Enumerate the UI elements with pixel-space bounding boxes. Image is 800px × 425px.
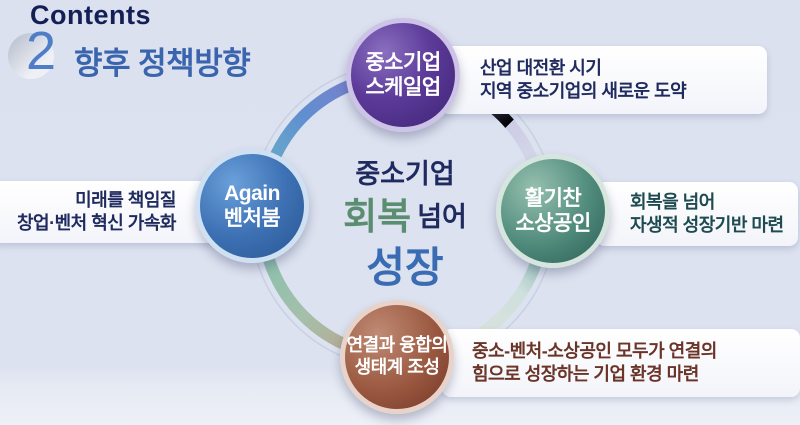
center-line1: 중소기업: [355, 159, 455, 189]
desc-box-ecosystem: 중소-벤처-소상공인 모두가 연결의 힘으로 성장하는 기업 환경 마련: [442, 329, 800, 397]
desc-scaleup-line2: 지역 중소기업의 새로운 도약: [480, 81, 687, 101]
center-growth: 성장: [366, 244, 444, 291]
center-recovery-highlight: 회복: [343, 195, 412, 237]
desc-box-venture: 미래를 책임질 창업·벤처 혁신 가속화: [0, 181, 218, 243]
node-sme-scaleup-line2: 스케일업: [365, 76, 441, 99]
desc-ecosystem-line1: 중소-벤처-소상공인 모두가 연결의: [472, 340, 717, 361]
node-ecosystem-line2: 생태계 조성: [354, 357, 440, 377]
node-vital-smallbiz-line2: 소상공인: [515, 212, 591, 235]
section-number: 2: [26, 21, 57, 81]
node-again-venture: Again 벤처붐: [195, 149, 309, 263]
node-again-venture-line1: Again: [224, 181, 280, 205]
desc-ecosystem-line2: 힘으로 성장하는 기업 환경 마련: [472, 364, 699, 384]
node-sme-scaleup-line1: 중소기업: [365, 50, 441, 74]
node-again-venture-line2: 벤처붐: [223, 207, 281, 230]
node-ecosystem-line1: 연결과 융합의: [346, 335, 448, 356]
desc-scaleup-line1: 산업 대전환 시기: [480, 57, 602, 78]
center-line2-rest: 넘어: [417, 201, 467, 232]
desc-venture-line2: 창업·벤처 혁신 가속화: [16, 213, 177, 233]
node-vital-smallbiz-line1: 활기찬: [524, 186, 582, 210]
node-sme-scaleup: 중소기업 스케일업: [346, 18, 460, 132]
node-ecosystem: 연결과 융합의 생태계 조성: [340, 300, 454, 414]
node-vital-smallbiz: 활기찬 소상공인: [496, 154, 610, 268]
section-title: 향후 정책방향: [74, 46, 251, 81]
desc-smallbiz-line2: 자생적 성장기반 마련: [630, 215, 784, 235]
contents-heading: Contents: [30, 0, 151, 30]
desc-box-smallbiz: 회복을 넘어 자생적 성장기반 마련: [596, 182, 798, 246]
desc-smallbiz-line1: 회복을 넘어: [630, 191, 715, 212]
desc-box-scaleup: 산업 대전환 시기 지역 중소기업의 새로운 도약: [440, 46, 767, 114]
section-number-decoration: [8, 33, 54, 79]
desc-venture-line1: 미래를 책임질: [75, 189, 176, 210]
